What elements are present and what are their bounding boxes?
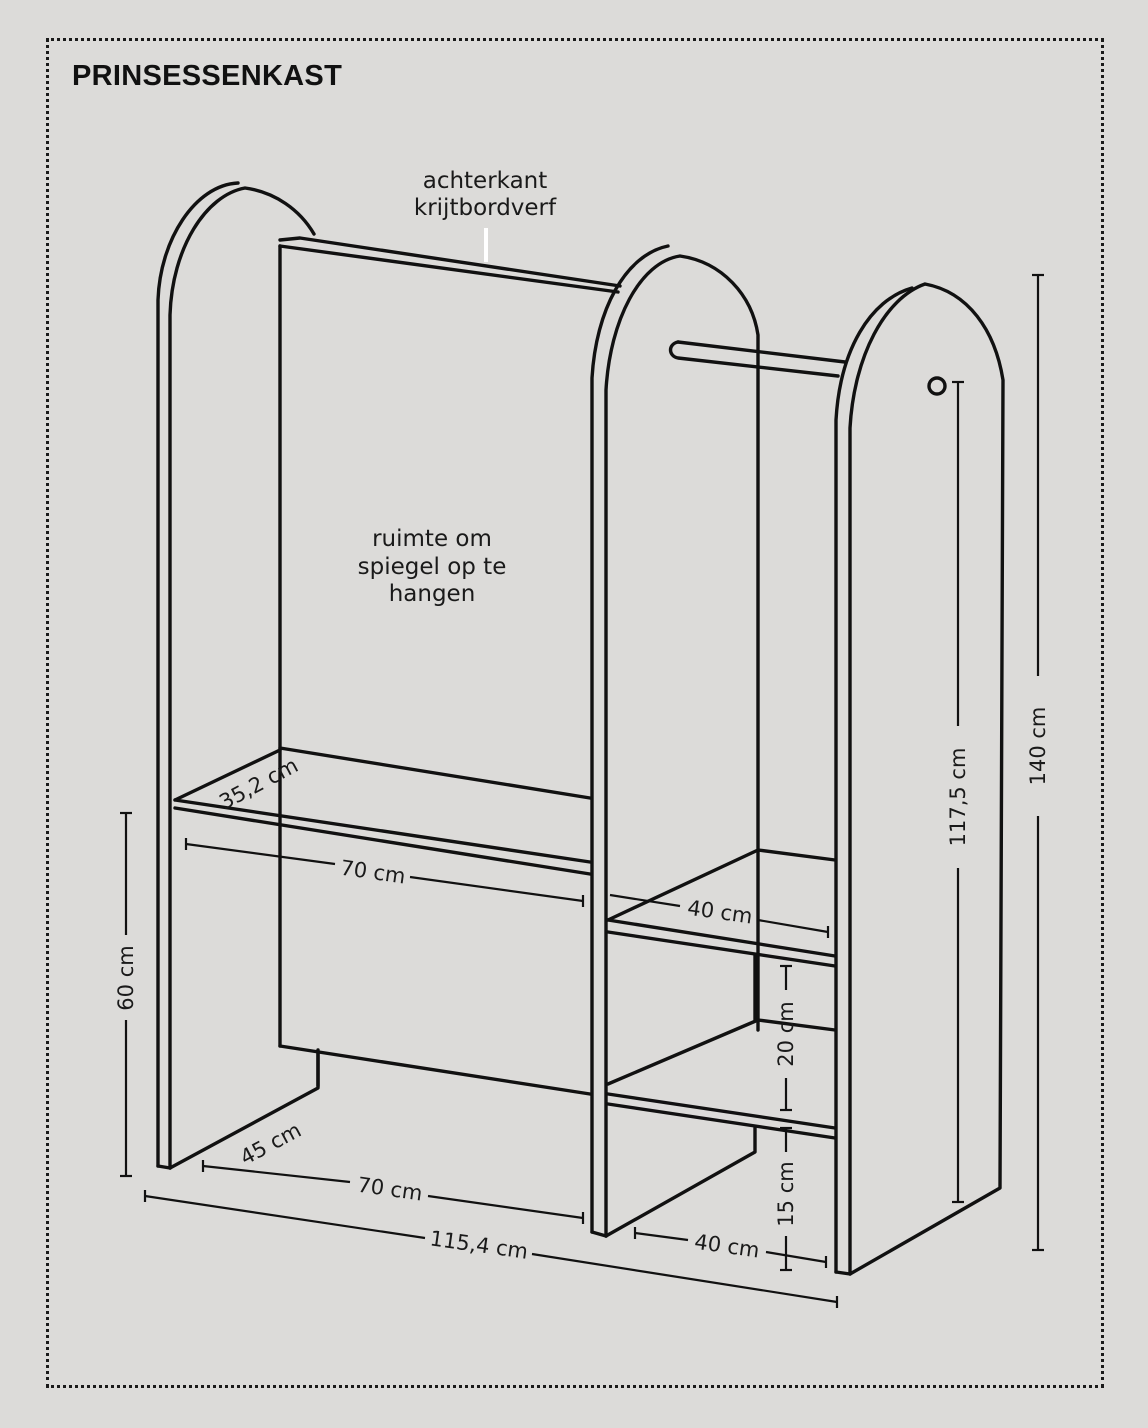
dimension-lines — [120, 273, 1044, 1308]
dim-lower-width-right: 40 cm — [693, 1230, 761, 1263]
mirror-note-line1: ruimte om — [372, 526, 492, 552]
dim-upper-width-right: 40 cm — [686, 896, 754, 929]
dim-upper-width-left: 70 cm — [339, 856, 407, 889]
back-panel-note-line1: achterkant — [423, 168, 548, 194]
upper-left-shelf — [173, 748, 592, 876]
dim-left-height: 60 cm — [114, 945, 138, 1010]
dotted-frame — [46, 38, 1104, 1388]
dim-rail-height: 117,5 cm — [946, 748, 970, 847]
back-panel-note-line2: krijtbordverf — [414, 195, 557, 221]
mirror-note-line2: spiegel op te — [358, 554, 507, 580]
clothes-rail — [668, 340, 847, 378]
dim-shelf-spacing: 20 cm — [774, 1001, 798, 1066]
mirror-note-line3: hangen — [389, 581, 476, 607]
page-title: PRINSESSENKAST — [72, 60, 343, 92]
dim-bottom-gap: 15 cm — [774, 1161, 798, 1226]
dim-lower-width-left: 70 cm — [356, 1173, 424, 1206]
dim-total-width: 115,4 cm — [428, 1226, 529, 1264]
dim-shelf-depth: 35,2 cm — [215, 753, 302, 814]
left-side-panel — [156, 181, 320, 1170]
back-panel — [278, 236, 622, 1096]
right-shelves — [606, 848, 837, 1140]
middle-divider-panel — [590, 244, 760, 1238]
right-side-panel — [834, 282, 1005, 1276]
dim-total-height: 140 cm — [1026, 707, 1050, 786]
